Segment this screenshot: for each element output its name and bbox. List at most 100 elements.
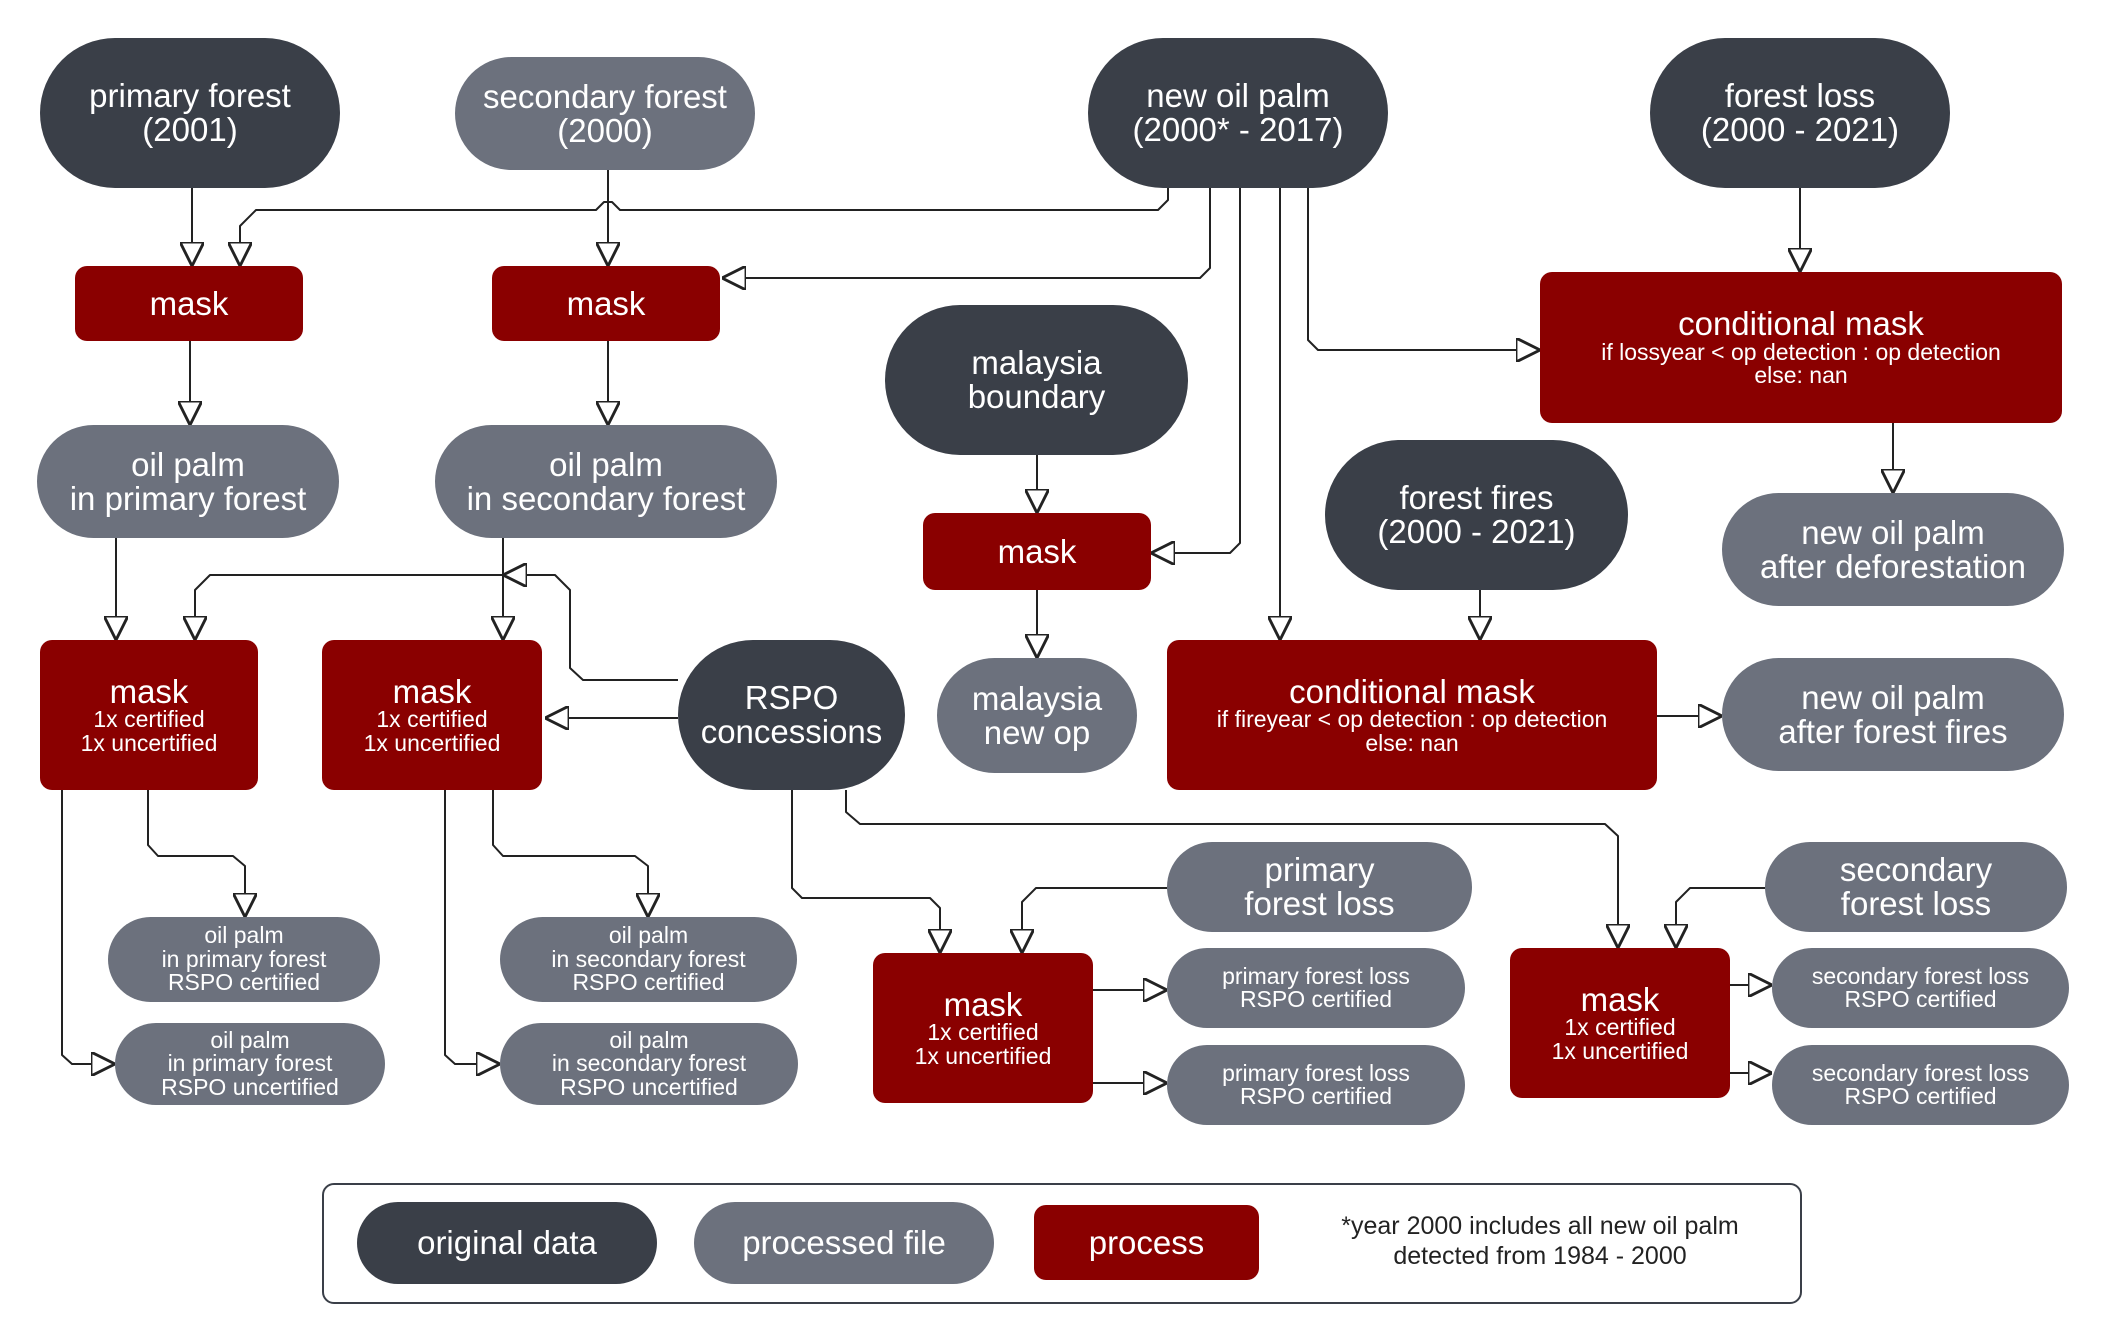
legend-original-data: original data <box>357 1202 657 1284</box>
node-secondary-forest-line-2: (2000) <box>557 111 653 149</box>
node-conditional-mask-loss-line-2: if lossyear < op detection : op detectio… <box>1601 338 2001 365</box>
node-sfl-rspo-cert-2-line-1: secondary forest loss <box>1811 1059 2030 1086</box>
node-op-primary-rspo-uncert-line-3: RSPO uncertified <box>161 1073 339 1100</box>
node-forest-loss: forest loss(2000 - 2021) <box>1650 38 1950 188</box>
node-pfl-rspo-cert-1-line-2: RSPO certified <box>1239 986 1393 1012</box>
legend-processed-file: processed file <box>694 1202 994 1284</box>
node-mask-cert-sfl-line-2: 1x certified <box>1564 1014 1676 1041</box>
footnote-line-1: *year 2000 includes all new oil palm <box>1341 1212 1739 1240</box>
node-conditional-mask-fire-line-1: conditional mask <box>1289 672 1535 710</box>
node-op-in-secondary-line-1: oil palm <box>549 445 663 483</box>
node-mask-cert-sfl-line-3: 1x uncertified <box>1551 1037 1689 1064</box>
legend-process-label: process <box>1088 1223 1205 1261</box>
legend-processed-file-label: processed file <box>742 1224 946 1262</box>
node-conditional-mask-fire-line-3: else: nan <box>1365 729 1459 756</box>
node-op-primary-rspo-cert-line-3: RSPO certified <box>167 969 321 996</box>
node-op-primary-rspo-cert-line-2: in primary forest <box>161 945 327 972</box>
node-mask-cert-primary-line-1: mask <box>109 672 189 710</box>
node-new-oil-palm-line-2: (2000* - 2017) <box>1132 111 1344 148</box>
node-op-in-primary-line-2: in primary forest <box>69 479 307 517</box>
node-mask-cert-secondary-line-1: mask <box>392 672 472 710</box>
connector-mcp-to-op-primary-uncert <box>61 790 115 1064</box>
node-op-primary-rspo-uncert-line-1: oil palm <box>210 1026 290 1053</box>
node-sfl-rspo-cert-1-line-2: RSPO certified <box>1844 986 1997 1012</box>
node-secondary-forest: secondary forest(2000) <box>455 57 755 170</box>
node-op-in-secondary-line-2: in secondary forest <box>466 479 746 517</box>
connector-sfl-to-mask-cert-sfl <box>1676 887 1765 948</box>
connector-rspo-to-mask-cert-primary <box>503 575 678 681</box>
node-op-primary-rspo-uncert-line-2: in primary forest <box>167 1050 333 1077</box>
node-pfl-rspo-cert-2-line-1: primary forest loss <box>1222 1059 1410 1086</box>
node-mask-cert-sfl-line-1: mask <box>1580 980 1660 1018</box>
node-primary-forest-line-2: (2001) <box>142 111 238 148</box>
connector-nop-to-mask-secondary <box>722 188 1211 278</box>
node-forest-fires-line-1: forest fires <box>1399 479 1554 517</box>
connector-rspo-to-mask-cert-sfl <box>845 790 1618 948</box>
node-new-oil-palm-line-1: new oil palm <box>1146 77 1330 115</box>
node-new-oil-palm: new oil palm(2000* - 2017) <box>1088 38 1388 188</box>
connector-nop-to-conditional-mask-loss <box>1307 188 1540 350</box>
node-new-op-after-fires-line-1: new oil palm <box>1801 678 1985 716</box>
node-forest-fires-line-2: (2000 - 2021) <box>1377 513 1576 550</box>
node-conditional-mask-loss-line-1: conditional mask <box>1678 305 1924 343</box>
connector-nop-to-mask-malaysia <box>1151 188 1241 553</box>
node-pfl-rspo-cert-2-line-2: RSPO certified <box>1239 1083 1393 1109</box>
node-conditional-mask-loss-line-3: else: nan <box>1754 362 1848 389</box>
node-mask-secondary: mask <box>492 266 720 341</box>
node-secondary-forest-line-1: secondary forest <box>483 77 727 115</box>
node-conditional-mask-fire-line-2: if fireyear < op detection : op detectio… <box>1216 706 1608 733</box>
node-mask-cert-pfl-line-2: 1x certified <box>927 1019 1039 1046</box>
node-sfl-rspo-cert-1-line-1: secondary forest loss <box>1811 962 2030 989</box>
connector-mcs-to-op-secondary-cert <box>492 790 648 917</box>
node-op-secondary-rspo-uncert-line-1: oil palm <box>609 1026 689 1053</box>
node-mask-primary: mask <box>75 266 303 341</box>
connector-rspo-to-mask-cert-pfl <box>791 790 940 953</box>
node-secondary-forest-loss-line-1: secondary <box>1839 851 1993 889</box>
node-mask-secondary-line-1: mask <box>566 284 646 322</box>
node-new-op-after-deforestation-line-1: new oil palm <box>1801 513 1985 551</box>
connector-pfl-to-mask-cert-pfl <box>1022 887 1167 953</box>
node-op-secondary-rspo-uncert-line-3: RSPO uncertified <box>560 1073 738 1100</box>
node-primary-forest-loss-line-1: primary <box>1264 851 1375 889</box>
node-sfl-rspo-cert-2-line-2: RSPO certified <box>1844 1083 1997 1109</box>
node-new-op-after-fires-line-2: after forest fires <box>1778 712 2008 750</box>
legend-process: process <box>1034 1205 1259 1280</box>
node-secondary-forest-loss-line-2: forest loss <box>1840 885 1992 922</box>
node-rspo-concessions-line-2: concessions <box>700 713 883 750</box>
node-forest-loss-line-2: (2000 - 2021) <box>1700 111 1900 148</box>
node-op-secondary-rspo-cert-line-2: in secondary forest <box>551 945 746 972</box>
node-rspo-concessions-line-1: RSPO <box>744 679 839 717</box>
node-mask-cert-primary-line-3: 1x uncertified <box>80 729 218 756</box>
node-forest-fires: forest fires(2000 - 2021) <box>1325 440 1628 590</box>
connector-op-secondary-to-mask-cert-primary <box>194 574 503 640</box>
connector-mcs-to-op-secondary-uncert <box>444 790 500 1064</box>
node-mask-primary-line-1: mask <box>149 284 229 322</box>
legend: original data processed file process <box>322 1183 1802 1304</box>
node-new-op-after-deforestation-line-2: after deforestation <box>1760 547 2026 585</box>
node-pfl-rspo-cert-1-line-1: primary forest loss <box>1222 962 1410 989</box>
node-mask-cert-pfl-line-3: 1x uncertified <box>914 1042 1052 1069</box>
node-malaysia-boundary-line-1: malaysia <box>971 344 1102 382</box>
node-op-secondary-rspo-uncert-line-2: in secondary forest <box>551 1050 747 1077</box>
